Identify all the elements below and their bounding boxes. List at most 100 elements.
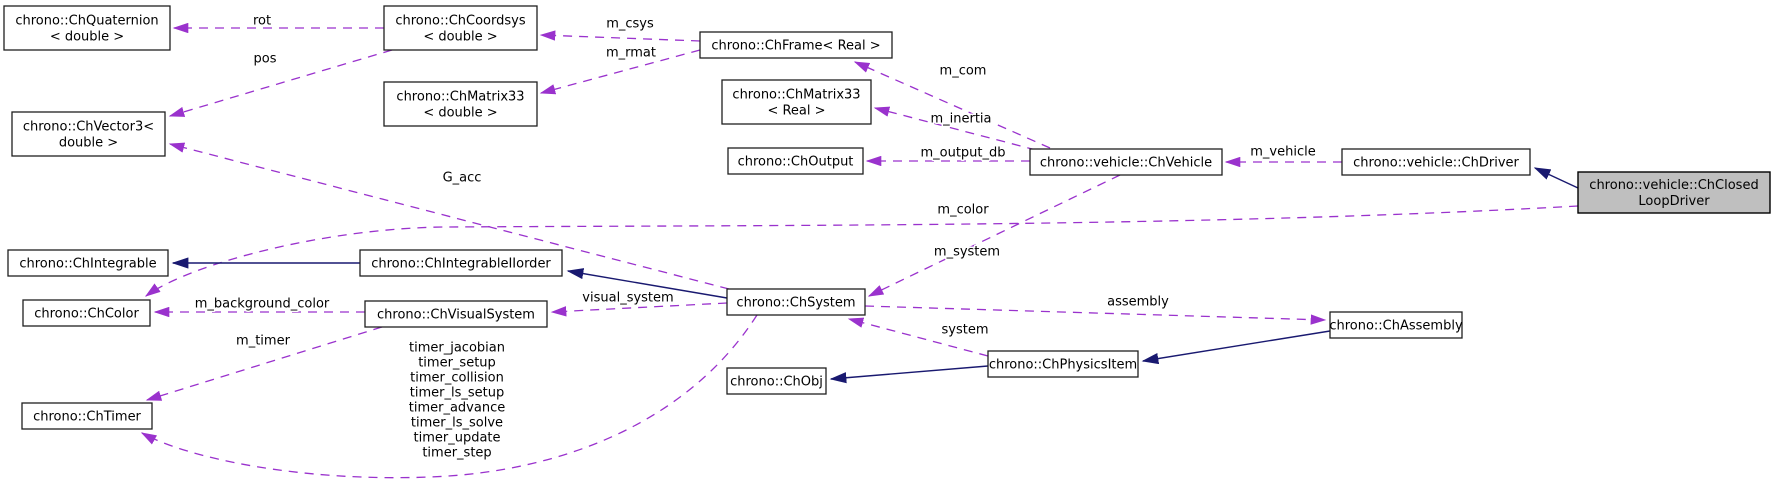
edge-m_output_db: m_output_db [865, 144, 1030, 167]
node-label-chobj: chrono::ChObj [730, 375, 823, 390]
node-chphysicsitem[interactable]: chrono::ChPhysicsItem [987, 350, 1139, 378]
node-label-chvisualsystem: chrono::ChVisualSystem [377, 308, 535, 323]
usage-arrow-m_system [867, 174, 1121, 297]
node-box-chcoordsys[interactable] [383, 5, 538, 51]
node-box-chintegrable[interactable] [7, 249, 169, 277]
edge-label-m_inertia: m_inertia [930, 112, 991, 127]
node-label-chintegrableiiorder: chrono::ChIntegrableIIorder [371, 257, 551, 272]
node-box-chtimer[interactable] [21, 402, 153, 430]
node-chquaternion[interactable]: chrono::ChQuaternion< double > [3, 5, 171, 51]
node-chintegrable[interactable]: chrono::ChIntegrable [7, 249, 169, 277]
node-label-chclosedloopdriver-line2: LoopDriver [1638, 194, 1710, 209]
usage-arrow-m_csys [539, 30, 701, 42]
edge-pos: pos [168, 49, 393, 117]
node-chintegrableiiorder[interactable]: chrono::ChIntegrableIIorder [359, 249, 563, 277]
node-box-chphysicsitem[interactable] [987, 350, 1139, 378]
usage-arrow-m_inertia [873, 106, 1037, 151]
edge-inherit-chclosedloopdriver-to-chdriver [1533, 167, 1579, 189]
node-label-chmatrix33-double-line1: chrono::ChMatrix33 [396, 90, 524, 105]
node-chvisualsystem[interactable]: chrono::ChVisualSystem [364, 300, 548, 328]
edge-G_acc: G_acc [168, 142, 730, 290]
edge-label-timers-timer_ls_setup: timer_ls_setup [410, 386, 504, 401]
node-label-chclosedloopdriver-line1: chrono::vehicle::ChClosed [1589, 178, 1758, 193]
edge-m_timer: m_timer [145, 326, 383, 401]
edge-label-m_rmat: m_rmat [606, 46, 656, 61]
node-box-chclosedloopdriver[interactable] [1577, 171, 1771, 214]
node-label-chquaternion-line2: < double > [50, 30, 124, 45]
edge-label-m_output_db: m_output_db [920, 146, 1005, 161]
edge-label-timers-timer_advance: timer_advance [409, 401, 505, 416]
usage-arrow-m_com [853, 61, 1051, 149]
edge-inherit-chsystem-to-chintegrableiiorder [566, 268, 728, 299]
node-chsystem[interactable]: chrono::ChSystem [726, 288, 866, 316]
node-box-chvehicle[interactable] [1029, 148, 1223, 176]
node-chframe[interactable]: chrono::ChFrame< Real > [699, 31, 893, 59]
node-box-chintegrableiiorder[interactable] [359, 249, 563, 277]
node-chmatrix33-double[interactable]: chrono::ChMatrix33< double > [383, 81, 538, 127]
edge-label-assembly: assembly [1107, 295, 1169, 310]
node-box-chassembly[interactable] [1329, 311, 1463, 339]
edge-label-timers-timer_setup: timer_setup [418, 356, 496, 371]
edge-m_inertia: m_inertia [873, 106, 1037, 151]
usage-arrow-system [847, 317, 989, 357]
node-chdriver[interactable]: chrono::vehicle::ChDriver [1341, 148, 1531, 176]
usage-arrow-assembly [864, 305, 1327, 325]
edge-m_system: m_system [867, 174, 1121, 297]
node-chassembly[interactable]: chrono::ChAssembly [1329, 311, 1463, 339]
inheritance-arrow-inherit-chassembly-to-chphysicsitem [1141, 330, 1331, 365]
edge-assembly: assembly [864, 293, 1327, 325]
usage-arrow-m_rmat [539, 49, 701, 95]
node-choutput[interactable]: chrono::ChOutput [727, 147, 864, 175]
node-box-chvector3[interactable] [11, 111, 166, 157]
edge-inherit-chassembly-to-chphysicsitem [1141, 330, 1331, 365]
node-box-chsystem[interactable] [726, 288, 866, 316]
node-box-chvisualsystem[interactable] [364, 300, 548, 328]
edge-label-system: system [942, 323, 989, 338]
edge-label-timers-timer_collision: timer_collision [410, 371, 504, 386]
edge-label-m_timer: m_timer [236, 334, 291, 349]
node-box-chmatrix33-double[interactable] [383, 81, 538, 127]
node-box-chcolor[interactable] [22, 299, 151, 327]
edge-m_csys: m_csys [539, 15, 701, 42]
node-chvehicle[interactable]: chrono::vehicle::ChVehicle [1029, 148, 1223, 176]
node-label-chvector3-line1: chrono::ChVector3< [23, 120, 154, 135]
edge-label-timers-timer_jacobian: timer_jacobian [409, 341, 505, 356]
inheritance-arrow-inherit-chclosedloopdriver-to-chdriver [1533, 167, 1579, 189]
node-label-chframe: chrono::ChFrame< Real > [711, 39, 880, 54]
node-chobj[interactable]: chrono::ChObj [726, 367, 827, 395]
node-box-chframe[interactable] [699, 31, 893, 59]
usage-arrow-visual_system [550, 302, 728, 317]
edge-label-pos: pos [254, 52, 277, 67]
edge-label-timers-timer_step: timer_step [422, 446, 491, 461]
node-box-chmatrix33-real[interactable] [721, 79, 872, 125]
node-chvector3[interactable]: chrono::ChVector3<double > [11, 111, 166, 157]
node-chtimer[interactable]: chrono::ChTimer [21, 402, 153, 430]
edge-m_background_color: m_background_color [153, 295, 365, 318]
node-label-chmatrix33-double-line2: < double > [423, 106, 497, 121]
node-chcoordsys[interactable]: chrono::ChCoordsys< double > [383, 5, 538, 51]
inheritance-arrow-inherit-chphysicsitem-to-chobj [829, 365, 989, 384]
edge-label-visual_system: visual_system [582, 291, 673, 306]
edge-label-G_acc: G_acc [443, 171, 482, 186]
node-box-chobj[interactable] [726, 367, 827, 395]
node-box-chquaternion[interactable] [3, 5, 171, 51]
node-label-chmatrix33-real-line1: chrono::ChMatrix33 [732, 88, 860, 103]
edge-label-m_system: m_system [934, 245, 1000, 260]
node-chcolor[interactable]: chrono::ChColor [22, 299, 151, 327]
edge-m_rmat: m_rmat [539, 44, 701, 95]
edge-inherit-chphysicsitem-to-chobj [829, 365, 989, 384]
node-box-choutput[interactable] [727, 147, 864, 175]
node-chmatrix33-real[interactable]: chrono::ChMatrix33< Real > [721, 79, 872, 125]
edge-m_com: m_com [853, 61, 1051, 149]
node-label-chphysicsitem: chrono::ChPhysicsItem [989, 358, 1137, 373]
edge-label-m_com: m_com [940, 64, 987, 79]
node-box-chdriver[interactable] [1341, 148, 1531, 176]
node-label-chtimer: chrono::ChTimer [33, 410, 141, 425]
edge-label-rot: rot [253, 14, 271, 29]
node-label-chintegrable: chrono::ChIntegrable [19, 257, 156, 272]
node-label-chmatrix33-real-line2: < Real > [767, 104, 825, 119]
node-label-chcoordsys-line1: chrono::ChCoordsys [395, 14, 525, 29]
